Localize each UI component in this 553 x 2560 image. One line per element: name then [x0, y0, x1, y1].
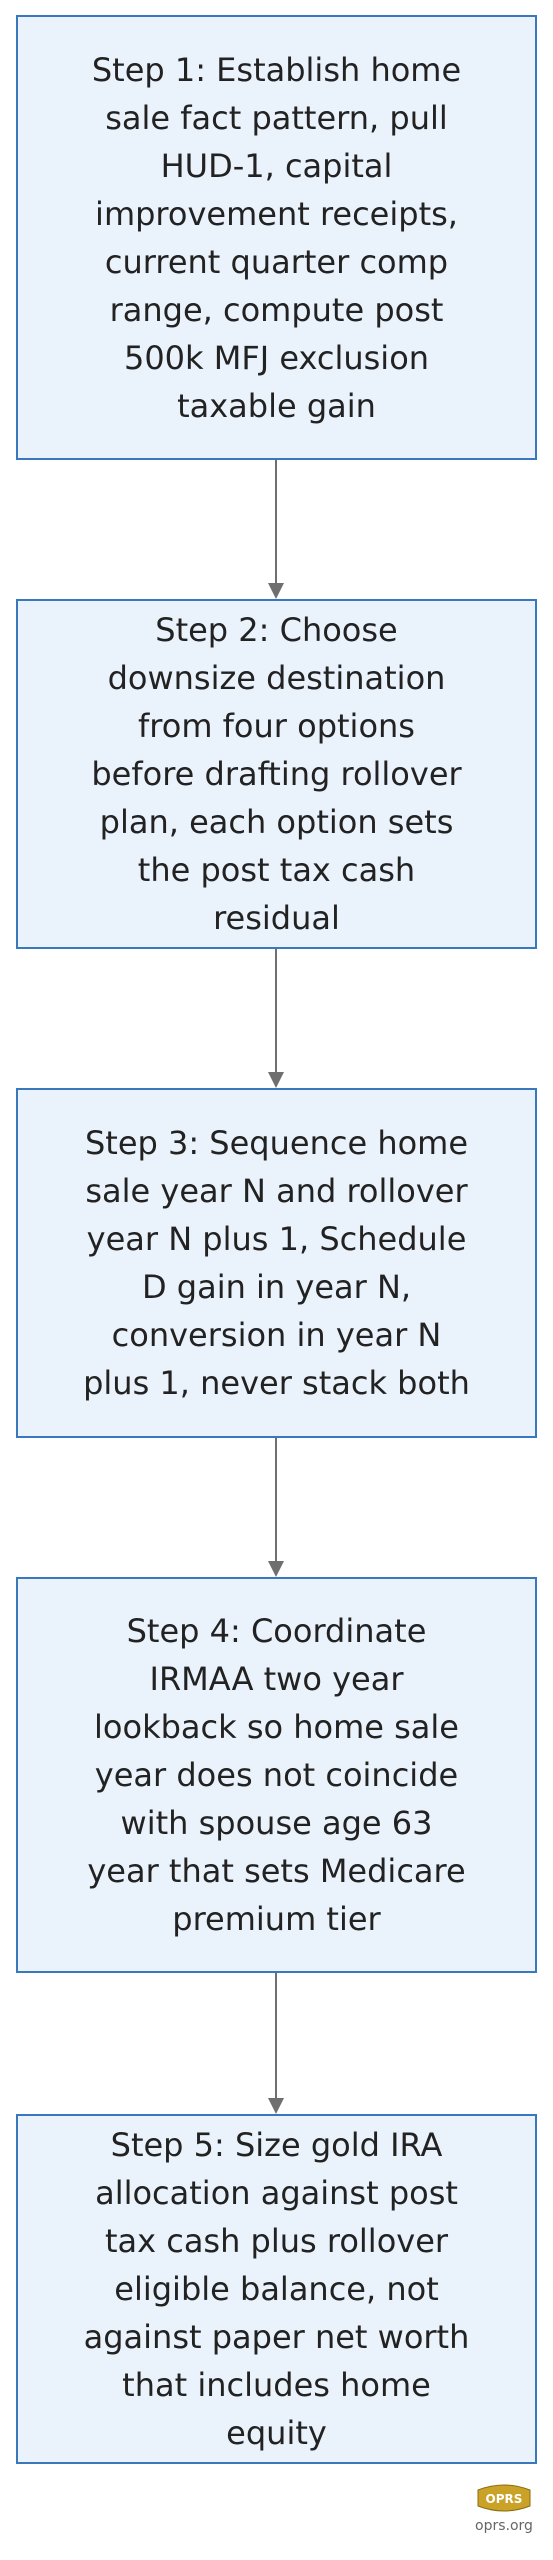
step-2-text: Step 2: Choose downsize destination from… [91, 611, 462, 937]
step-4-box: Step 4: Coordinate IRMAA two year lookba… [16, 1577, 537, 1973]
arrowhead-4-5 [268, 2098, 284, 2114]
arrowhead-2-3 [268, 1072, 284, 1088]
step-1-text: Step 1: Establish home sale fact pattern… [91, 50, 462, 425]
connector-1-2 [275, 460, 277, 584]
connector-4-5 [275, 1973, 277, 2099]
step-3-box: Step 3: Sequence home sale year N and ro… [16, 1088, 537, 1438]
oprs-logo: OPRS oprs.org [471, 2482, 537, 2534]
oprs-logo-mark-text: OPRS [486, 2492, 523, 2506]
oprs-logo-mark: OPRS [477, 2484, 531, 2512]
step-3-text: Step 3: Sequence home sale year N and ro… [83, 1124, 470, 1402]
oprs-logo-url: oprs.org [475, 2518, 533, 2534]
step-4-text: Step 4: Coordinate IRMAA two year lookba… [87, 1612, 466, 1938]
step-1-box: Step 1: Establish home sale fact pattern… [16, 15, 537, 460]
connector-3-4 [275, 1438, 277, 1562]
arrowhead-1-2 [268, 583, 284, 599]
step-5-text: Step 5: Size gold IRA allocation against… [83, 2126, 470, 2452]
connector-2-3 [275, 949, 277, 1073]
step-5-box: Step 5: Size gold IRA allocation against… [16, 2114, 537, 2464]
arrowhead-3-4 [268, 1561, 284, 1577]
step-2-box: Step 2: Choose downsize destination from… [16, 599, 537, 949]
